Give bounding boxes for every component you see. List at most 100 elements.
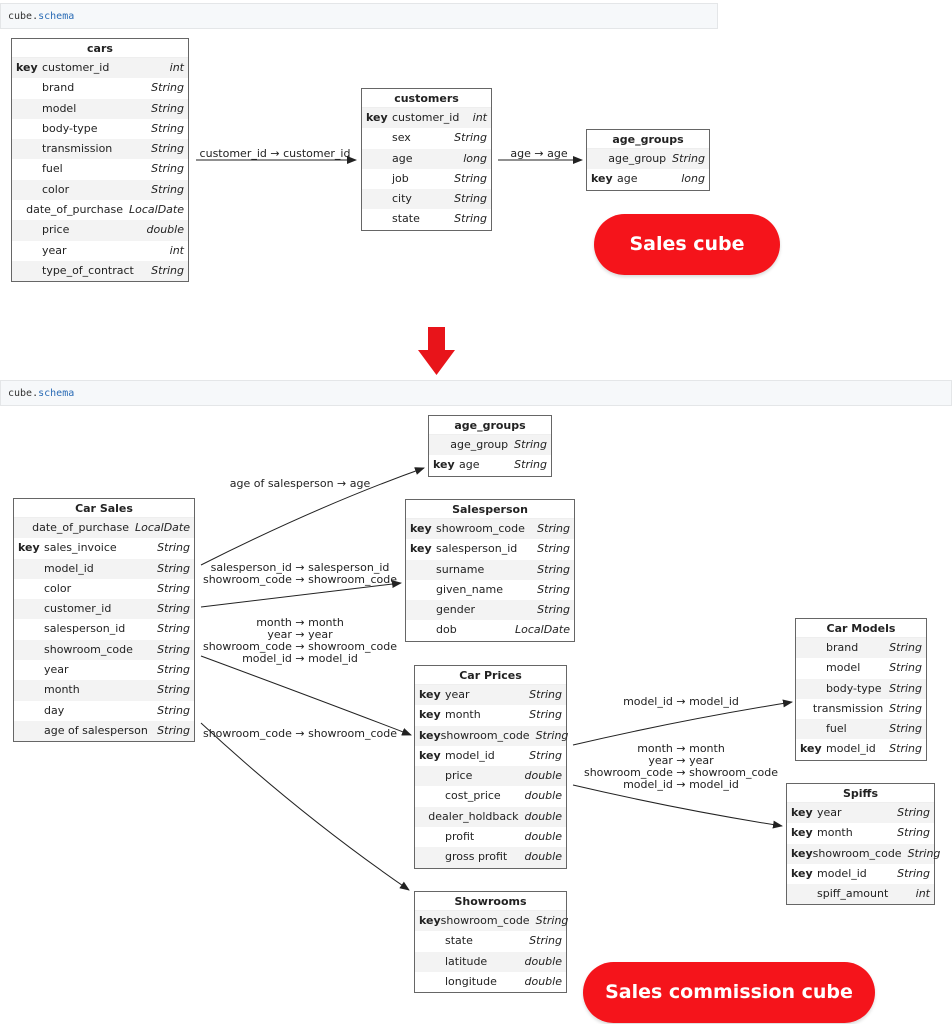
field-name: body-type bbox=[826, 681, 882, 695]
field-name: year bbox=[42, 243, 67, 257]
field-name: month bbox=[445, 708, 481, 722]
field-name: model bbox=[826, 661, 861, 675]
field-type: double bbox=[524, 974, 563, 988]
field-type: String bbox=[537, 542, 570, 556]
field-name: age bbox=[392, 151, 413, 165]
field-name: surname bbox=[436, 562, 485, 576]
field-name: showroom_code bbox=[440, 728, 530, 742]
key-label: key bbox=[410, 542, 432, 556]
code-keyword: schema bbox=[38, 11, 75, 22]
field-type: String bbox=[454, 171, 487, 185]
field-type: String bbox=[537, 562, 570, 576]
field-name: fuel bbox=[42, 162, 63, 176]
key-label bbox=[16, 180, 42, 200]
field-type: int bbox=[169, 243, 184, 257]
field-type: String bbox=[157, 602, 190, 616]
table-title: Car Sales bbox=[14, 499, 194, 518]
key-label bbox=[16, 220, 42, 240]
edge-label: showroom_code → showroom_code bbox=[203, 573, 397, 586]
edge-label: model_id → model_id bbox=[242, 652, 358, 665]
field-name: month bbox=[44, 683, 80, 697]
edge-label: showroom_code → showroom_code bbox=[584, 766, 778, 779]
field-type: String bbox=[151, 81, 184, 95]
key-label bbox=[16, 99, 42, 119]
field-type: String bbox=[535, 914, 569, 927]
key-label: key bbox=[800, 742, 822, 756]
edge-label: age → age bbox=[510, 147, 567, 160]
field-name: sex bbox=[392, 131, 411, 145]
field-type: double bbox=[524, 830, 563, 844]
field-name: customer_id bbox=[392, 111, 460, 124]
edge-label: customer_id → customer_id bbox=[200, 147, 351, 160]
field-name: latitude bbox=[445, 954, 488, 968]
edge-label: salesperson_id → salesperson_id bbox=[211, 561, 390, 574]
field-type: LocalDate bbox=[515, 623, 570, 637]
key-label bbox=[16, 261, 42, 281]
field-name: sales_invoice bbox=[44, 541, 117, 555]
key-label bbox=[419, 952, 445, 972]
key-label bbox=[419, 827, 445, 847]
field-type: double bbox=[524, 789, 563, 803]
field-name: age bbox=[617, 172, 638, 186]
field-type: String bbox=[514, 458, 547, 472]
key-label bbox=[18, 660, 44, 680]
key-label bbox=[16, 241, 42, 261]
table-title: Car Models bbox=[796, 619, 926, 638]
field-type: String bbox=[907, 846, 941, 860]
edge-line bbox=[200, 655, 412, 736]
field-name: city bbox=[392, 192, 412, 206]
field-type: String bbox=[537, 522, 570, 535]
field-type: String bbox=[454, 131, 487, 145]
field-type: double bbox=[524, 954, 563, 968]
sales-commission-cube-badge: Sales commission cube bbox=[583, 962, 875, 1023]
field-type: String bbox=[889, 681, 922, 695]
key-label bbox=[433, 435, 450, 455]
field-type: String bbox=[151, 142, 184, 156]
field-name: model_id bbox=[44, 561, 94, 575]
key-label: key bbox=[410, 522, 432, 535]
field-type: String bbox=[529, 934, 562, 948]
code-cell-header: cube.schema bbox=[0, 3, 718, 29]
key-label bbox=[410, 600, 436, 620]
table-title: cars bbox=[12, 39, 188, 58]
field-name: showroom_code bbox=[436, 522, 525, 535]
field-type: String bbox=[151, 101, 184, 115]
edge-label: showroom_code → showroom_code bbox=[203, 727, 397, 740]
edge-label: model_id → model_id bbox=[623, 778, 739, 791]
key-label bbox=[18, 619, 44, 639]
field-type: String bbox=[157, 622, 190, 636]
edge-line bbox=[572, 699, 793, 746]
field-type: LocalDate bbox=[135, 521, 190, 534]
key-label bbox=[419, 972, 445, 992]
field-name: fuel bbox=[826, 722, 847, 736]
key-label: key bbox=[419, 748, 441, 762]
edge-label: month → month bbox=[637, 742, 725, 755]
field-type: int bbox=[169, 61, 184, 74]
field-name: model_id bbox=[445, 748, 495, 762]
key-label bbox=[18, 559, 44, 579]
code-cell-header: cube.schema bbox=[0, 380, 952, 406]
field-name: age_group bbox=[608, 152, 667, 165]
field-name: showroom_code bbox=[440, 914, 530, 927]
field-name: body-type bbox=[42, 121, 98, 135]
